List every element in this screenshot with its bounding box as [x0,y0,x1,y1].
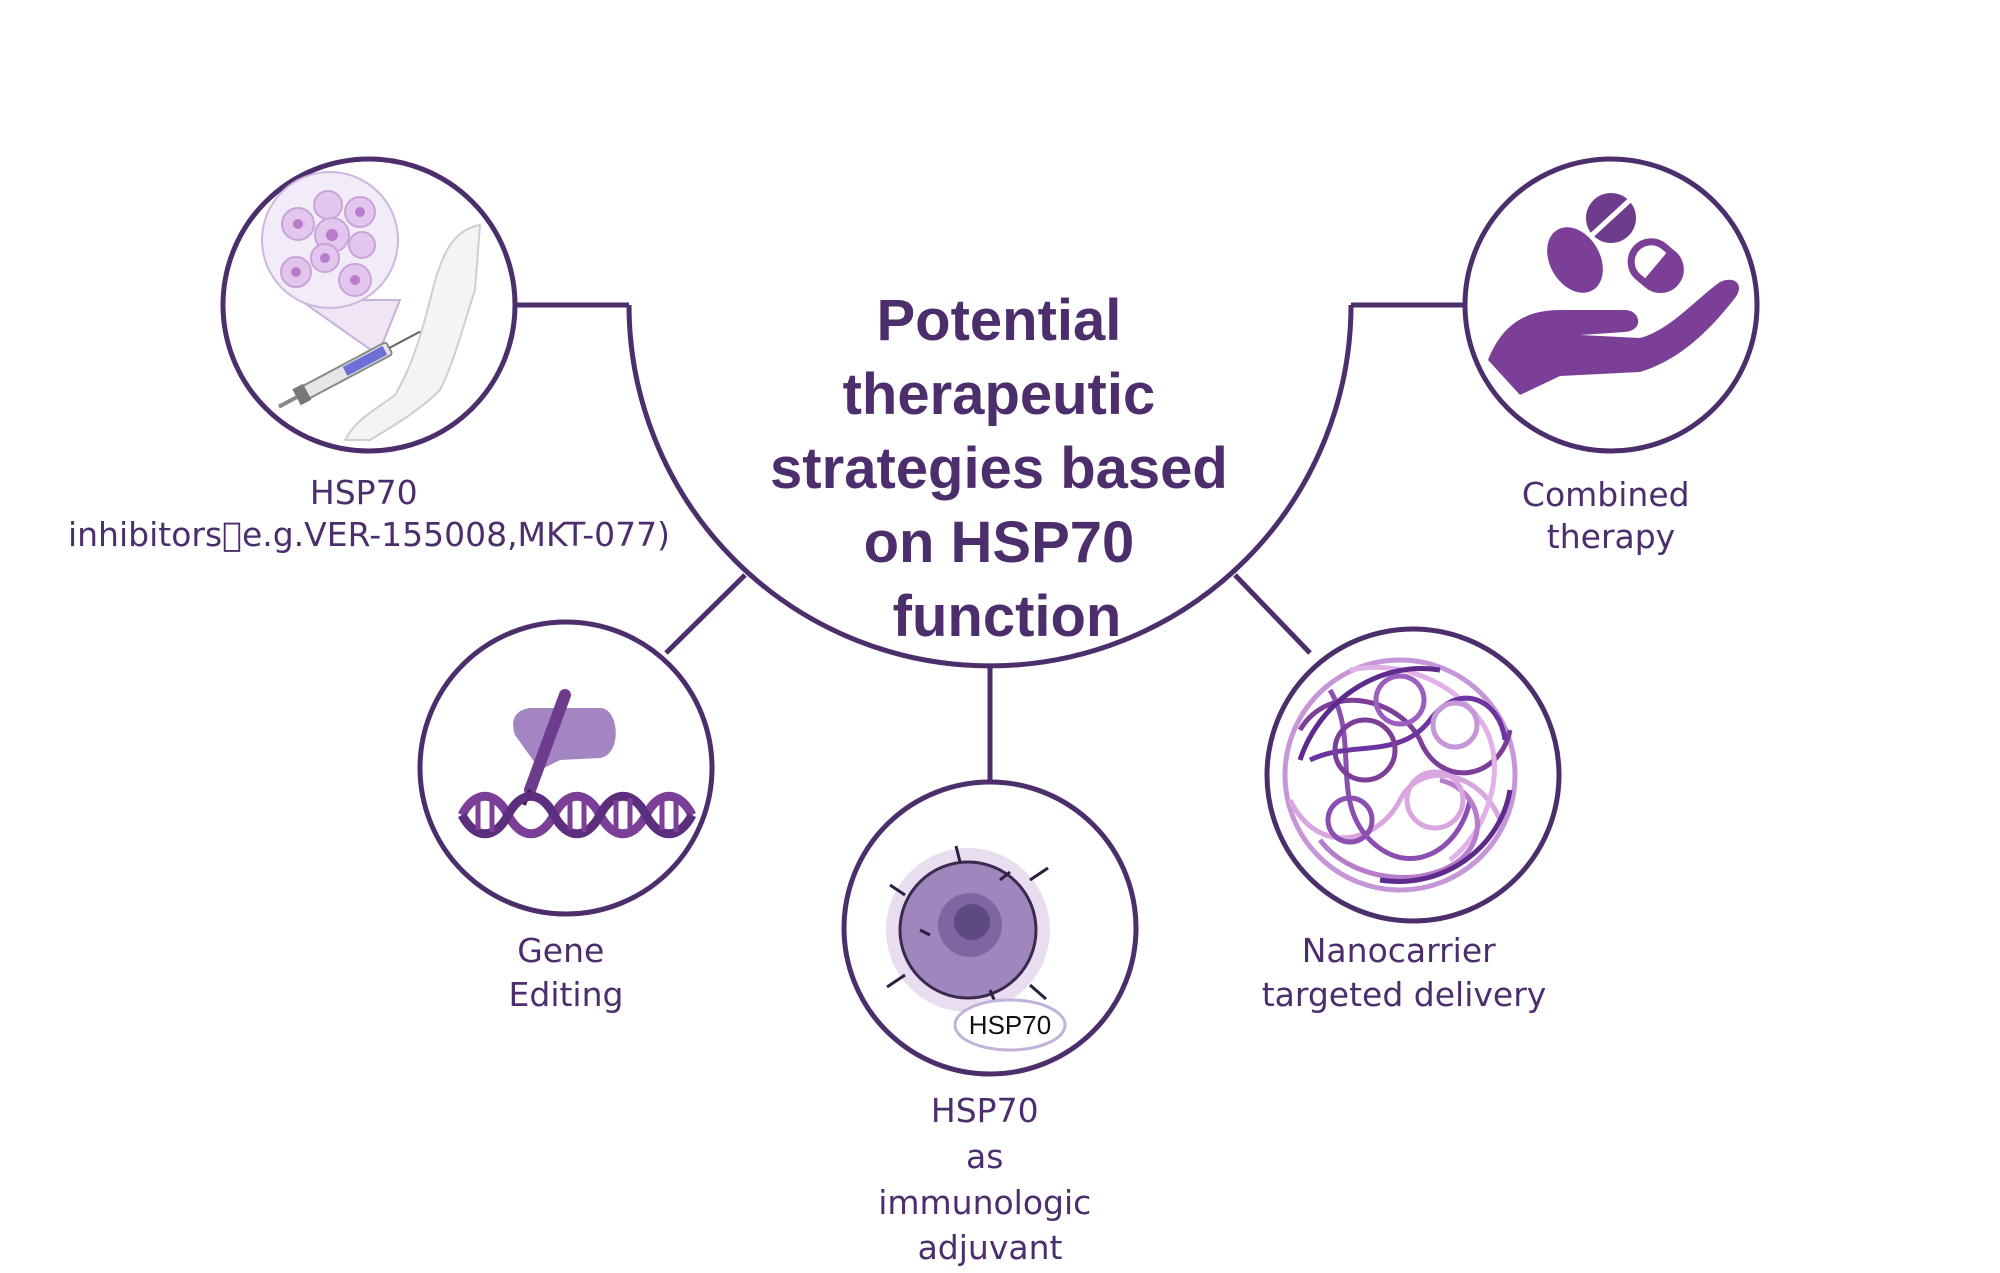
polymer-nanoparticle-icon [1282,657,1518,893]
svg-text:HSP70: HSP70 [969,1010,1051,1040]
node-gene: Gene Editing [417,619,715,1014]
tumor-cell-icon [886,845,1050,1012]
connectors [515,302,1465,782]
node-inhibitors: HSP70 inhibitors e.g.VER-155008,MKT-077) [68,156,670,554]
connector-gene [664,573,747,655]
hand-pills-icon [1488,193,1740,395]
node-combined: Combined therapy [1462,156,1760,556]
node-nanocarrier: Nanocarrier targeted delivery [1262,626,1562,1014]
node-circle [417,619,715,917]
injection-arm-cells-icon [261,171,482,441]
node-label: Combined therapy [1522,475,1700,556]
connector-nanocarrier [1233,573,1312,655]
hand-pen-dna-icon [458,689,696,839]
node-label: HSP70 inhibitors e.g.VER-155008,MKT-077) [68,473,670,554]
node-label: Nanocarrier targeted delivery [1262,931,1547,1014]
node-label: Gene Editing [509,931,624,1014]
node-immunologic: HSP70 HSP70 as immunologic adjuvant [841,779,1139,1267]
hsp70-badge: HSP70 [953,998,1067,1052]
node-label: HSP70 as immunologic adjuvant [878,1091,1102,1267]
center-title: Potential therapeutic strategies based o… [770,288,1244,649]
